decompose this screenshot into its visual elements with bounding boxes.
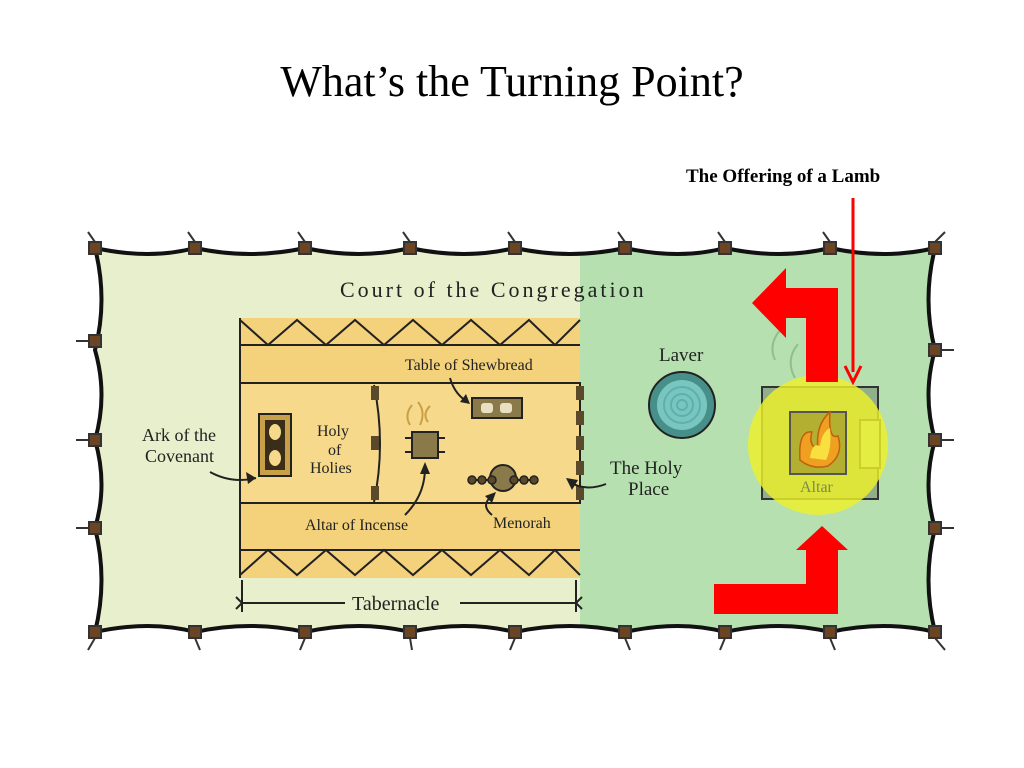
holy-of-holies-line2: of	[328, 442, 342, 459]
altar-of-incense-label: Altar of Incense	[305, 517, 408, 534]
holy-of-holies-line1: Holy	[317, 423, 349, 440]
laver-label: Laver	[659, 345, 704, 366]
red-arrow-lower	[714, 526, 848, 614]
tabernacle-label: Tabernacle	[352, 593, 440, 615]
callout-pointer	[843, 198, 863, 386]
callout-label: The Offering of a Lamb	[686, 166, 881, 187]
menorah-label: Menorah	[493, 515, 551, 532]
laver	[648, 371, 716, 439]
ark-of-the-covenant	[258, 413, 292, 477]
menorah	[467, 464, 539, 492]
court-label: Court of the Congregation	[340, 277, 647, 302]
table-of-shewbread	[471, 397, 523, 419]
ark-label-line2: Covenant	[145, 446, 214, 466]
red-arrow-upper	[752, 268, 838, 382]
holy-place-line2: Place	[628, 479, 669, 500]
tabernacle	[235, 318, 584, 612]
holy-place-line1: The Holy	[610, 458, 683, 479]
slide-title: What’s the Turning Point?	[280, 57, 744, 106]
ark-label-line1: Ark of the	[142, 425, 216, 445]
brazen-altar	[748, 304, 888, 515]
altar-of-incense	[405, 401, 445, 459]
holy-of-holies-line3: Holies	[310, 460, 352, 477]
court-posts	[76, 231, 954, 651]
altar-label: Altar	[800, 479, 834, 496]
table-of-shewbread-label: Table of Shewbread	[405, 357, 533, 374]
